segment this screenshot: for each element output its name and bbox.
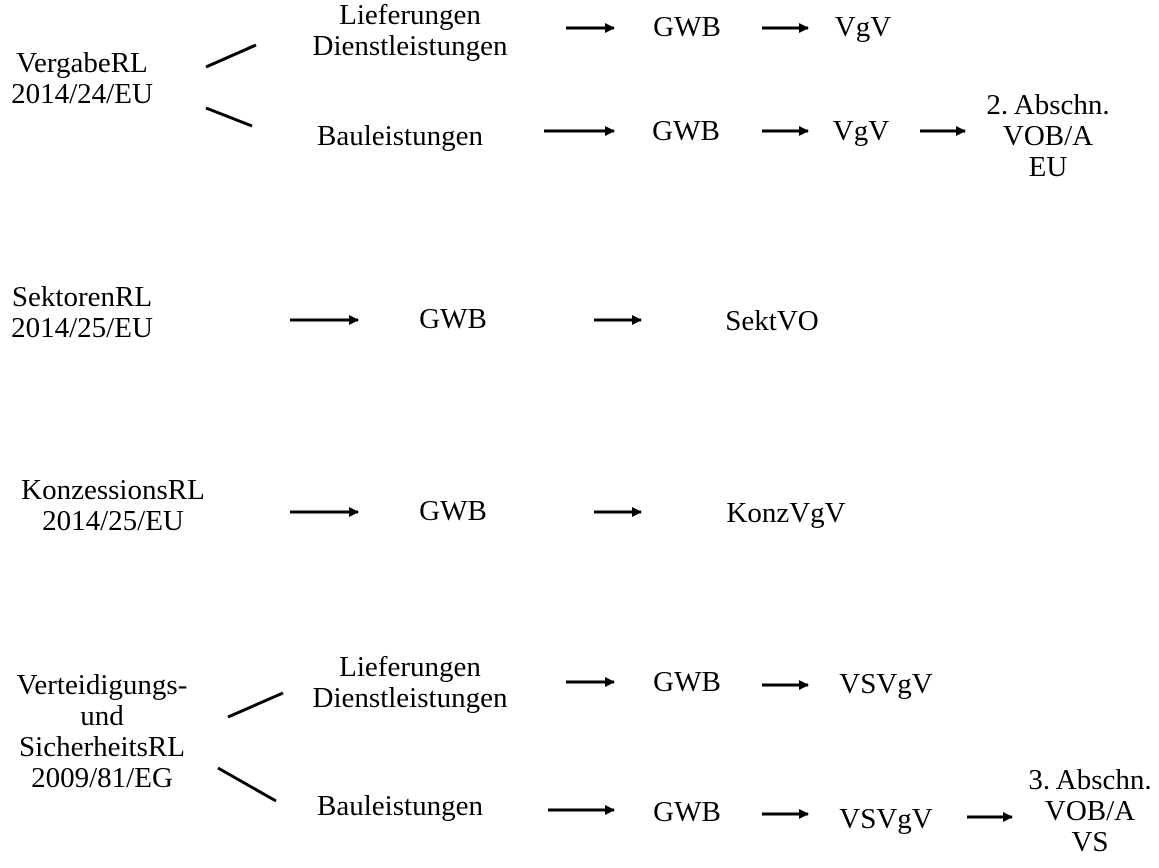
- source-vergaberl: VergabeRL 2014/24/EU: [11, 48, 153, 110]
- final-line: 3. Abschn.: [1028, 764, 1152, 796]
- category-line: Lieferungen: [339, 0, 481, 31]
- source-line: VergabeRL: [16, 47, 148, 79]
- node-gwb: GWB: [653, 11, 721, 43]
- branch-line: [205, 43, 257, 69]
- category-bauleistungen: Bauleistungen: [317, 120, 483, 152]
- node-gwb: GWB: [653, 796, 721, 828]
- final-line: VOB/A: [1002, 120, 1094, 152]
- source-line: 2014/24/EU: [11, 78, 153, 110]
- final-line: VS: [1071, 826, 1109, 858]
- node-vob-a-eu: 2. Abschn. VOB/A EU: [986, 90, 1109, 183]
- category-line: Dienstleistungen: [312, 30, 508, 62]
- source-line: und: [80, 700, 124, 732]
- node-gwb: GWB: [653, 666, 721, 698]
- branch-line: [227, 691, 284, 719]
- final-line: VOB/A: [1044, 795, 1136, 827]
- source-verteidigungs-sicherheitsrl: Verteidigungs- und SicherheitsRL 2009/81…: [17, 670, 188, 794]
- source-line: Verteidigungs-: [16, 669, 188, 701]
- node-vgv: VgV: [832, 115, 890, 147]
- node-gwb: GWB: [419, 495, 487, 527]
- source-line: 2009/81/EG: [31, 762, 173, 794]
- node-vob-a-vs: 3. Abschn. VOB/A VS: [1028, 765, 1151, 858]
- category-lieferungen-dienstleistungen: Lieferungen Dienstleistungen: [313, 0, 508, 62]
- final-line: 2. Abschn.: [986, 89, 1110, 121]
- source-line: SektorenRL: [11, 281, 153, 313]
- node-sektvo: SektVO: [725, 305, 819, 337]
- source-konzessionsrl: KonzessionsRL 2014/25/EU: [21, 475, 205, 537]
- node-vsvgv: VSVgV: [839, 668, 933, 700]
- source-line: 2014/25/EU: [42, 505, 184, 537]
- source-line: KonzessionsRL: [21, 474, 205, 506]
- node-vgv: VgV: [834, 11, 892, 43]
- branch-line: [217, 766, 277, 803]
- category-line: Dienstleistungen: [312, 682, 508, 714]
- node-konzvgv: KonzVgV: [726, 497, 846, 529]
- category-lieferungen-dienstleistungen: Lieferungen Dienstleistungen: [313, 652, 508, 714]
- source-sektorenrl: SektorenRL 2014/25/EU: [11, 282, 153, 344]
- node-vsvgv: VSVgV: [839, 803, 933, 835]
- node-gwb: GWB: [419, 303, 487, 335]
- category-line: Lieferungen: [339, 651, 481, 683]
- branch-line: [205, 106, 253, 128]
- source-line: SicherheitsRL: [19, 731, 185, 763]
- node-gwb: GWB: [652, 115, 720, 147]
- source-line: 2014/25/EU: [11, 312, 153, 344]
- category-bauleistungen: Bauleistungen: [317, 790, 483, 822]
- final-line: EU: [1028, 151, 1068, 183]
